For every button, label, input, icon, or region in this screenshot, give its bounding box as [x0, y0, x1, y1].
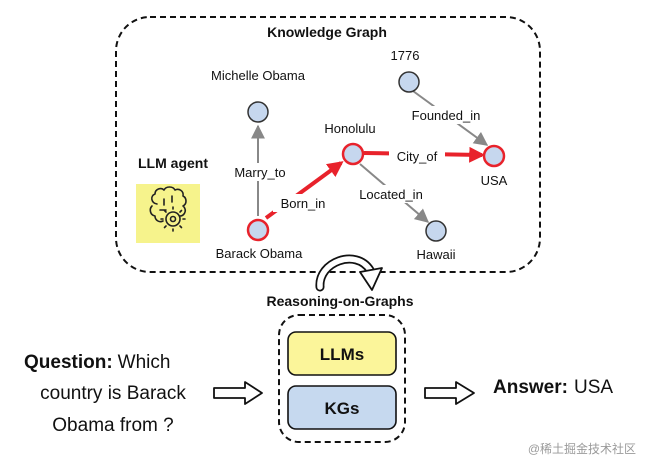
edge-label-city-of: City_of [397, 149, 438, 164]
brain-gear-icon [149, 186, 187, 232]
node-barack-obama [246, 218, 270, 242]
kg-nodes [246, 71, 506, 242]
cycle-arrow-icon [315, 254, 383, 292]
edge-label-located-in: Located_in [359, 187, 423, 202]
kg-title: Knowledge Graph [267, 24, 387, 40]
kgs-label: KGs [325, 399, 360, 418]
node-label-michelle-obama: Michelle Obama [211, 68, 306, 83]
edge-label-marry-to: Marry_to [234, 165, 285, 180]
edge-label-founded-in: Founded_in [412, 108, 481, 123]
reasoning-label: Reasoning-on-Graphs [266, 293, 413, 309]
question-line-3: Obama from ? [52, 415, 173, 436]
node-label-barack-obama: Barack Obama [216, 246, 303, 261]
node-1776 [398, 71, 420, 93]
node-honolulu [341, 142, 365, 166]
node-label-honolulu: Honolulu [324, 121, 375, 136]
node-michelle-obama [247, 101, 269, 123]
llms-label: LLMs [320, 345, 364, 364]
kg-node-labels: Michelle Obama Barack Obama Honolulu USA… [211, 48, 508, 262]
question-prefix: Question: [24, 352, 113, 373]
rog-frame [278, 314, 406, 443]
edge-label-born-in: Born_in [281, 196, 326, 211]
arrow-right-icon [424, 381, 475, 405]
node-hawaii [425, 220, 447, 242]
question-line-1: Question:Which [24, 352, 170, 373]
question-line-2: country is Barack [40, 383, 186, 404]
llm-agent-label: LLM agent [138, 155, 208, 171]
answer-value: USA [574, 377, 613, 398]
answer-prefix: Answer: [493, 377, 568, 398]
kgs-box [287, 385, 397, 430]
question-text-1: Which [118, 352, 171, 373]
kg-frame [115, 16, 541, 273]
node-usa [482, 144, 506, 168]
node-label-usa: USA [481, 173, 508, 188]
node-label-hawaii: Hawaii [416, 247, 455, 262]
arrow-right-icon [213, 381, 263, 405]
kg-edge-labels: Marry_to Born_in City_of Founded_in Loca… [227, 106, 489, 212]
watermark: @稀土掘金技术社区 [528, 441, 636, 456]
answer-text: Answer: USA [493, 377, 613, 398]
node-label-1776: 1776 [391, 48, 420, 63]
llms-box [287, 331, 397, 376]
